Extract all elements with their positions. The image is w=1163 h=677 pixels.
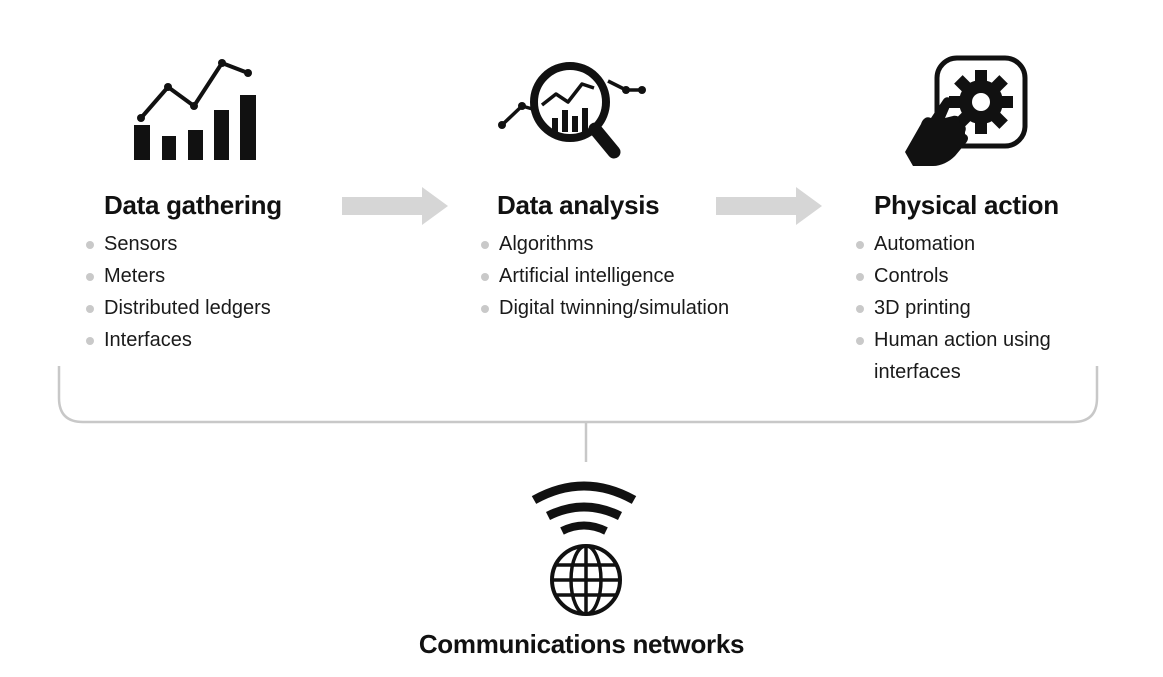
list-item: Sensors <box>86 228 282 260</box>
list-item: 3D printing <box>856 292 1084 324</box>
list-item: Meters <box>86 260 282 292</box>
list-item: Artificial intelligence <box>481 260 729 292</box>
list-item: Distributed ledgers <box>86 292 282 324</box>
bracket-connector <box>57 366 1099 424</box>
item-list: Algorithms Artificial intelligence Digit… <box>481 228 729 324</box>
column-title: Physical action <box>874 190 1059 220</box>
column-physical-action: Physical action Automation Controls 3D p… <box>856 188 1084 388</box>
arrow-right-icon <box>716 187 822 225</box>
list-item: Automation <box>856 228 1084 260</box>
column-title: Data analysis <box>497 190 660 220</box>
network-title: Communications networks <box>418 629 745 659</box>
list-item: Algorithms <box>481 228 729 260</box>
bar-chart-icon <box>134 59 256 160</box>
hand-gear-icon <box>905 55 1028 166</box>
item-list: Sensors Meters Distributed ledgers Inter… <box>86 228 282 356</box>
list-item: Digital twinning/simulation <box>481 292 729 324</box>
item-list: Automation Controls 3D printing Human ac… <box>856 228 1084 388</box>
column-title: Data gathering <box>104 190 282 220</box>
magnifier-chart-icon <box>498 62 646 159</box>
column-data-gathering: Data gathering Sensors Meters Distribute… <box>86 188 282 356</box>
connector-line <box>584 422 588 462</box>
list-item: Interfaces <box>86 324 282 356</box>
column-data-analysis: Data analysis Algorithms Artificial inte… <box>481 188 729 324</box>
list-item: Human action using interfaces <box>856 324 1084 388</box>
list-item: Controls <box>856 260 1084 292</box>
wifi-globe-icon <box>531 481 637 616</box>
arrow-right-icon <box>342 187 448 225</box>
